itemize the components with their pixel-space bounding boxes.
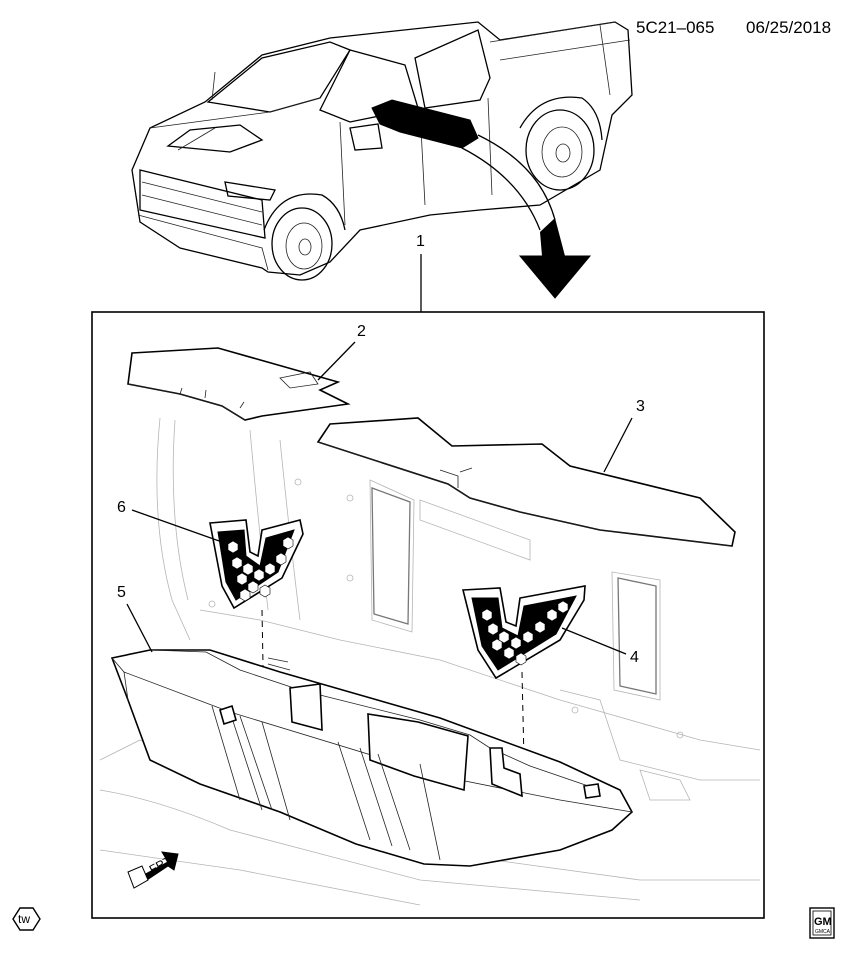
part-4-holder — [461, 585, 586, 680]
location-arrow — [461, 134, 592, 299]
callout-5: 5 — [117, 584, 126, 601]
leader-line-2 — [317, 341, 356, 381]
part-2-panel — [127, 347, 351, 421]
detail-frame — [91, 311, 765, 919]
svg-text:GM: GM — [814, 916, 832, 928]
callout-2: 2 — [357, 323, 366, 340]
leader-line-6 — [131, 509, 223, 543]
svg-text:tw: tw — [18, 912, 30, 926]
svg-text:GMCA: GMCA — [815, 929, 831, 935]
callout-6: 6 — [117, 499, 126, 516]
leader-line-5 — [126, 603, 153, 653]
callout-3: 3 — [636, 398, 645, 415]
callout-4: 4 — [630, 649, 639, 666]
callout-1: 1 — [416, 233, 425, 250]
gm-logo-icon: GM GMCA — [809, 907, 835, 939]
install-guide-right — [521, 671, 525, 761]
leader-line-4 — [561, 627, 627, 655]
seat-highlight — [371, 99, 479, 149]
part-3-panel — [316, 417, 736, 547]
diagram-date: 06/25/2018 — [746, 18, 831, 37]
diagram-code: 5C21–065 — [636, 18, 714, 37]
part-6-holder — [209, 519, 304, 610]
leader-line-3 — [603, 417, 633, 473]
tw-badge-icon: tw — [12, 907, 41, 931]
part-5-storage-tray — [110, 649, 634, 867]
